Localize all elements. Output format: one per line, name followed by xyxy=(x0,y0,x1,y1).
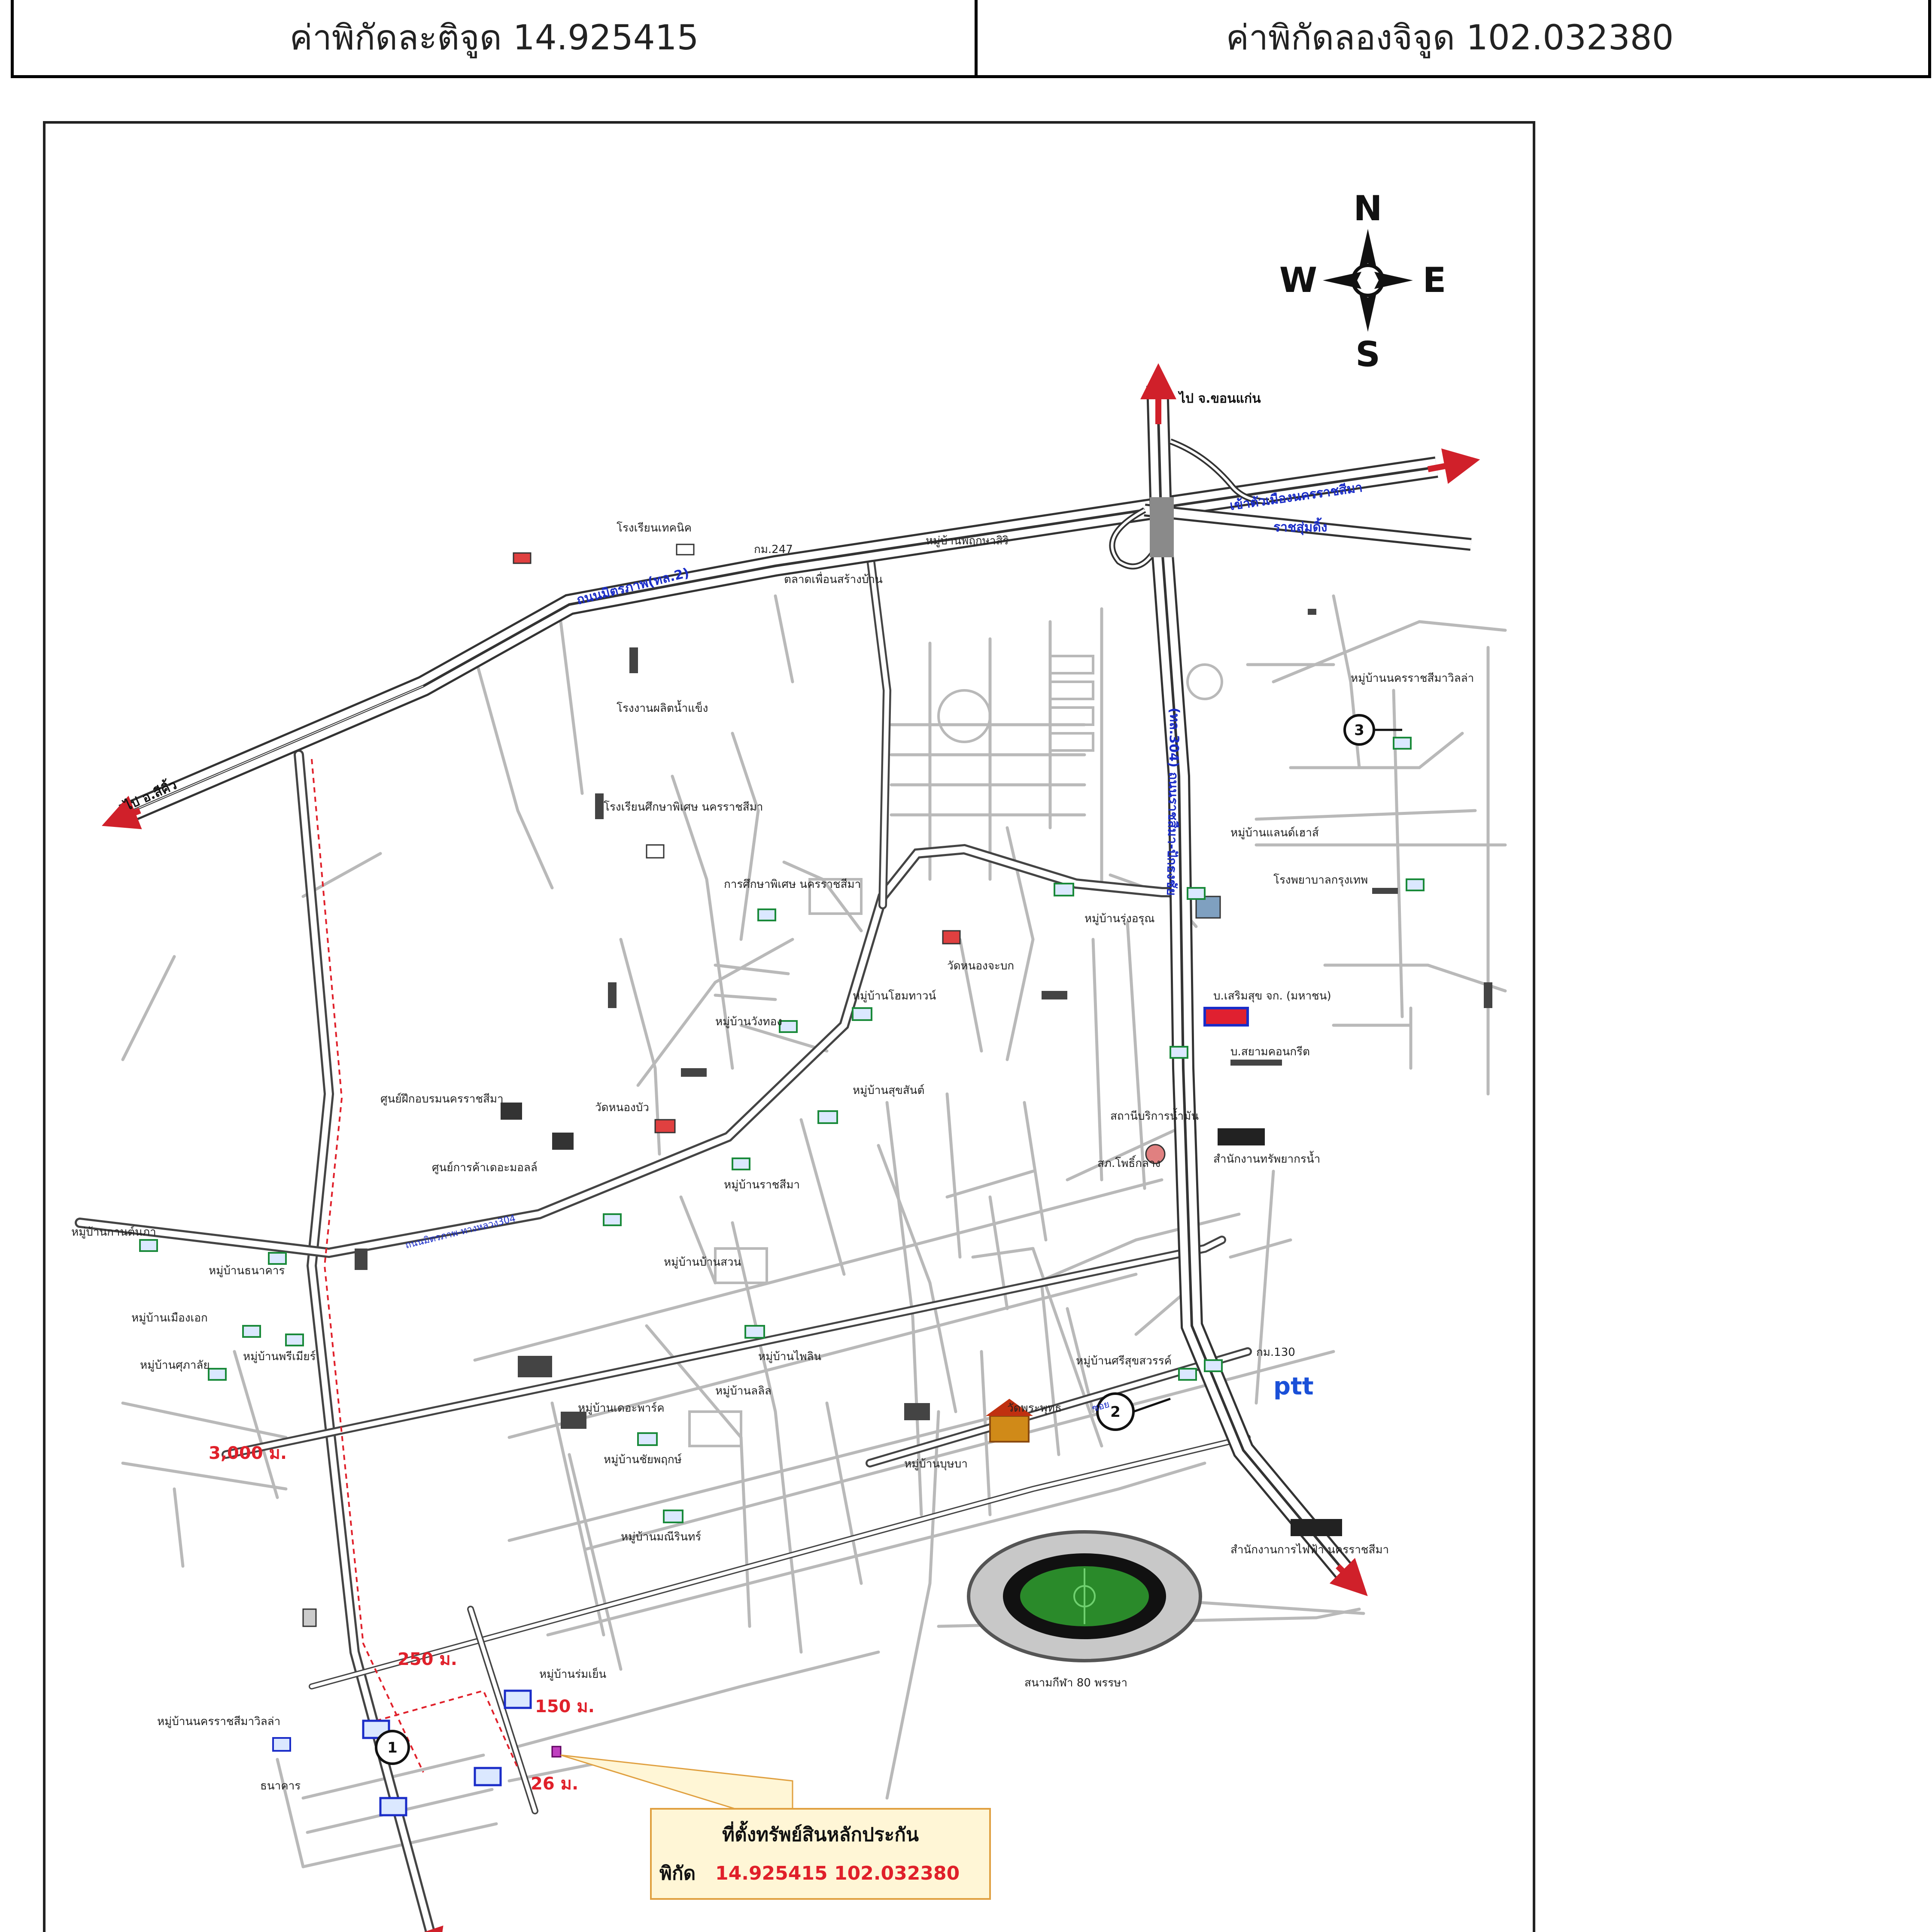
place-icons xyxy=(139,544,1492,1817)
compass-e: E xyxy=(1423,260,1446,300)
latitude-cell: ค่าพิกัดละติจูด 14.925415 xyxy=(11,0,978,78)
label-police: ศูนย์ฝึกอบรมนครราชสีมา xyxy=(380,1093,504,1106)
label-village-1: หมู่บ้านพฤกษาสิริ xyxy=(926,535,1009,547)
label-village-a: หมู่บ้านรุ่งอรุณ xyxy=(1084,912,1155,925)
label-village-b: หมู่บ้านโฮมทาวน์ xyxy=(853,989,936,1002)
label-station: สภ.โพธิ์กลาง xyxy=(1097,1155,1160,1170)
block-marks xyxy=(688,655,1223,1447)
longitude-cell: ค่าพิกัดลองจิจูด 102.032380 xyxy=(972,0,1931,78)
label-hotel: บ.สยามคอนกรีต xyxy=(1230,1045,1310,1058)
label-school-special: โรงเรียนศึกษาพิเศษ นครราชสีมา xyxy=(604,800,763,814)
latitude-label: ค่าพิกัดละติจูด xyxy=(289,18,502,58)
label-village-p: หมู่บ้านมณีรินทร์ xyxy=(621,1531,701,1543)
compass-w: W xyxy=(1279,260,1317,300)
map-canvas: N S E W xyxy=(71,188,1507,1932)
label-km130: กม.130 xyxy=(1256,1346,1295,1359)
pin-box-coord-label: พิกัด xyxy=(659,1862,696,1884)
label-village-q: หมู่บ้านบุษบา xyxy=(904,1458,968,1470)
label-to-khon-kaen: ไป จ.ขอนแก่น xyxy=(1178,391,1261,406)
distance-150: 150 ม. xyxy=(535,1697,595,1716)
label-village-m: หมู่บ้านไพลิน xyxy=(758,1350,821,1363)
label-bank: ธนาคาร xyxy=(260,1780,301,1792)
minor-streets xyxy=(121,594,1507,1868)
label-village-j: หมู่บ้านพรีเมียร์ xyxy=(243,1350,316,1363)
label-village-c: หมู่บ้านวังทอง xyxy=(715,1015,782,1028)
label-village-o: หมู่บ้านชัยพฤกษ์ xyxy=(604,1453,682,1466)
label-village-3b: หมู่บ้านนครราชสีมาวิลล่า xyxy=(157,1715,280,1728)
label-village-l: หมู่บ้านลลิล xyxy=(715,1385,772,1397)
distance-26: 26 ม. xyxy=(531,1774,578,1794)
label-hospital: โรงพยาบาลกรุงเทพ xyxy=(1273,873,1368,887)
ptt-logo: ptt xyxy=(1273,1373,1314,1400)
label-market: ตลาดเพื่อนสร้างบ้าน xyxy=(784,571,883,586)
place-labels: โรงเรียนเทคนิค โรงเรียนศึกษาพิเศษ นครราช… xyxy=(71,521,1474,1792)
label-village-f: หมู่บ้านบ้านสวน xyxy=(664,1256,741,1269)
label-temple-a: วัดหนองบัว xyxy=(595,1101,649,1114)
label-village-i: หมู่บ้านเมืองเอก xyxy=(131,1312,208,1324)
label-village-h: หมู่บ้านธนาคาร xyxy=(209,1264,285,1277)
pin-box-coord-value: 14.925415 102.032380 xyxy=(715,1862,960,1884)
label-pepsi: บ.เสริมสุข จก. (มหาชน) xyxy=(1213,990,1331,1002)
compass-rose: N S E W xyxy=(1279,188,1446,374)
label-village-n: หมู่บ้านเดอะพาร์ค xyxy=(578,1402,665,1415)
distance-3000: 3,000 ม. xyxy=(209,1443,287,1463)
label-temple-c: วัดหนองจะบก xyxy=(947,960,1014,972)
label-office-b: สำนักงานการไฟฟ้า นครราชสีมา xyxy=(1230,1543,1389,1556)
location-map[interactable]: N S E W xyxy=(43,121,1535,1932)
longitude-label: ค่าพิกัดลองจิจูด xyxy=(1226,18,1455,58)
label-village-d: หมู่บ้านสุขสันต์ xyxy=(853,1084,924,1097)
highway-2 xyxy=(118,456,1472,825)
longitude-value: 102.032380 xyxy=(1466,18,1674,58)
property-pin[interactable]: ที่ตั้งทรัพย์สินหลักประกัน พิกัด 14.9254… xyxy=(551,1746,991,1900)
pin-box-title: ที่ตั้งทรัพย์สินหลักประกัน xyxy=(722,1820,919,1846)
distance-250: 250 ม. xyxy=(398,1649,457,1669)
label-village-k: หมู่บ้านศุภาลัย xyxy=(140,1359,210,1372)
circle-1: 1 xyxy=(387,1739,398,1756)
circled-markers: 1 2 3 xyxy=(375,714,1402,1765)
compass-n: N xyxy=(1354,188,1382,228)
compass-s: S xyxy=(1355,334,1380,374)
stadium-icon xyxy=(967,1530,1202,1662)
route-line xyxy=(311,759,424,1773)
label-factory: โรงงานผลิตน้ำแข็ง xyxy=(617,700,708,715)
label-office-a: สำนักงานทรัพยากรน้ำ xyxy=(1213,1151,1320,1166)
label-village-e: หมู่บ้านราชสีมา xyxy=(724,1179,800,1191)
label-temple-b: วัดพระพุทธ xyxy=(1007,1402,1062,1415)
circle-3: 3 xyxy=(1354,722,1364,739)
label-village-2: หมู่บ้านศรีสุขสวรรค์ xyxy=(1076,1355,1172,1367)
label-tesco: ศูนย์การค้าเดอะมอลล์ xyxy=(432,1161,538,1174)
label-village-g: หมู่บ้านกานต์นภา xyxy=(71,1226,156,1239)
label-stadium: สนามกีฬา 80 พรรษา xyxy=(1024,1677,1127,1689)
label-rasit: ราชสุ่มดิ้ง xyxy=(1273,517,1327,535)
label-km247: กม.247 xyxy=(754,543,793,556)
label-village-r: หมู่บ้านร่มเย็น xyxy=(539,1667,606,1681)
circle-2: 2 xyxy=(1110,1403,1121,1421)
label-hwy-304: (ทล.304) ถนนราชสีมา-ปักธงชัย xyxy=(1163,708,1182,896)
label-village-3: หมู่บ้านนครราชสีมาวิลล่า xyxy=(1351,672,1474,685)
label-village-gate: หมู่บ้านแลนด์เฮาส์ xyxy=(1230,826,1319,839)
latitude-value: 14.925415 xyxy=(513,18,699,58)
direction-arrows xyxy=(102,363,1480,1932)
secondary-roads xyxy=(75,549,1252,1932)
label-education-office: การศึกษาพิเศษ นครราชสีมา xyxy=(724,878,861,891)
highway-304 xyxy=(1109,385,1359,1586)
label-fuel: สถานีบริการน้ำมัน xyxy=(1110,1108,1199,1123)
label-school-tech: โรงเรียนเทคนิค xyxy=(617,521,692,535)
